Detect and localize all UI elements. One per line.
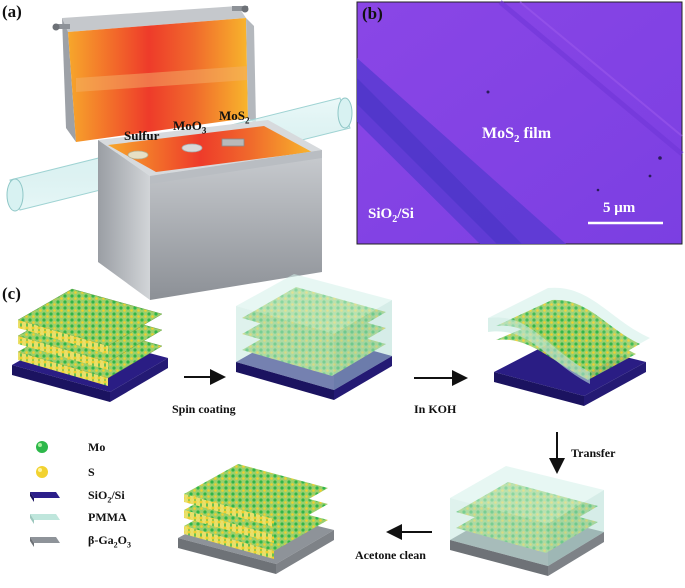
legend-pmma-label: PMMA [88,510,127,524]
panel-b-label: (b) [362,4,383,23]
sio2-si-label: SiO2/Si [368,206,414,225]
cvd-furnace-illustration [6,5,353,300]
scale-bar-label: 5 μm [603,200,636,216]
sio2-si-substrate-icon [30,492,60,498]
optical-micrograph [356,0,684,245]
moo3-label: MoO3 [173,118,207,136]
sulfur-label: Sulfur [124,128,160,143]
ga2o3-substrate-icon [30,537,60,543]
stage-3-delaminating [488,287,650,406]
step-acetone-clean: Acetone clean [355,548,426,562]
legend-ga2o3-label: β-Ga2O3 [88,533,131,550]
legend-s-label: S [88,465,95,479]
stage-2-pmma-coated [236,274,392,400]
stage-1-mos2-on-sio2 [12,288,168,402]
pmma-layer-icon [30,514,60,520]
furnace-lid [52,5,256,142]
legend-mo-label: Mo [88,440,106,454]
panel-c-label: (c) [2,284,21,303]
stage-5-mos2-on-ga2o3 [178,464,334,574]
precursor-boats [127,138,245,160]
stage-4-on-ga2o3-with-pmma [450,466,604,576]
legend-sio2-si-label: SiO2/Si [88,488,125,505]
step-spin-coating: Spin coating [172,402,236,416]
transfer-process [12,274,650,576]
furnace-body [98,120,322,300]
s-atom-icon [36,466,48,478]
panel-a-label: (a) [2,2,22,21]
mo-atom-icon [36,441,48,453]
mos2-film-label: MoS2 film [482,125,552,146]
legend-icons [30,441,60,547]
mos2-label: MoS2 [219,108,250,126]
step-in-koh: In KOH [414,402,457,416]
step-transfer: Transfer [571,446,616,460]
